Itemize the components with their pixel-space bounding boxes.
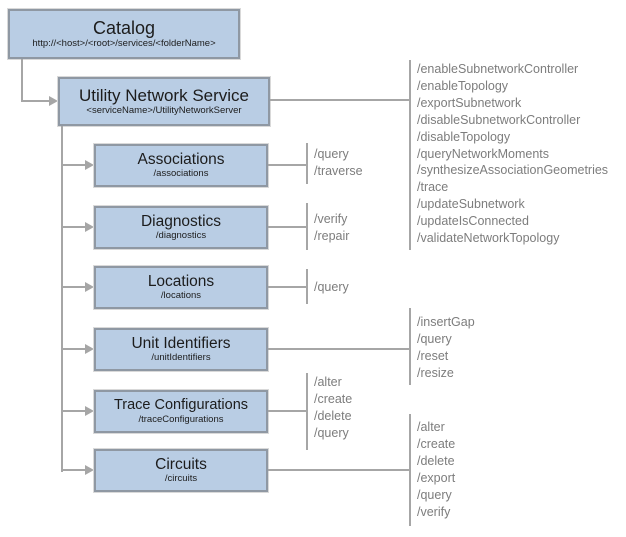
operation-item: /query [417, 488, 452, 502]
unit-identifiers-operations-list: /insertGap /query /reset /resize [417, 314, 475, 382]
operation-item: /updateIsConnected [417, 214, 529, 229]
operation-item: /repair [314, 229, 350, 243]
associations-node: Associations /associations [94, 144, 268, 187]
operation-item: /reset [417, 349, 449, 363]
tick-associations-operations [306, 143, 308, 184]
service-path: <serviceName>/UtilityNetworkServer [86, 105, 242, 117]
operation-item: /synthesizeAssociationGeometries [417, 163, 609, 178]
service-operations-list: /enableSubnetworkController /enableTopol… [417, 61, 608, 247]
connector-circuits-operations [268, 469, 409, 471]
operation-item: /validateNetworkTopology [417, 231, 560, 246]
operation-item: /alter [314, 375, 342, 389]
connector-catalog-right [21, 100, 50, 102]
operation-item: /alter [417, 420, 445, 434]
connector-trunk [61, 126, 63, 472]
operation-item: /verify [417, 505, 451, 519]
connector-branch-diagnostics [61, 226, 86, 228]
catalog-url: http://<host>/<root>/services/<folderNam… [32, 38, 216, 50]
connector-unit-identifiers-operations [268, 348, 409, 350]
arrow-right-icon [85, 344, 94, 354]
tick-locations-operations [306, 269, 308, 304]
operation-item: /enableSubnetworkController [417, 62, 579, 76]
operation-item: /create [314, 392, 353, 406]
operation-item: /query [314, 147, 349, 161]
operation-item: /exportSubnetwork [417, 95, 522, 110]
unit-identifiers-title: Unit Identifiers [131, 334, 231, 352]
connector-branch-unit-identifiers [61, 348, 86, 350]
operation-item: /insertGap [417, 315, 475, 329]
locations-operations-list: /query [314, 279, 349, 296]
operation-item: /disableSubnetworkController [417, 112, 581, 127]
tick-circuits-operations [409, 414, 411, 526]
connector-branch-locations [61, 286, 86, 288]
operation-item: /enableTopology [417, 78, 509, 93]
operation-item: /queryNetworkMoments [417, 146, 549, 161]
operation-item: /updateSubnetwork [417, 197, 525, 212]
catalog-node: Catalog http://<host>/<root>/services/<f… [8, 9, 240, 59]
unit-identifiers-path: /unitIdentifiers [151, 352, 211, 364]
diagnostics-node: Diagnostics /diagnostics [94, 206, 268, 249]
arrow-right-icon [85, 406, 94, 416]
operation-item: /query [314, 426, 349, 440]
arrow-right-icon [49, 96, 58, 106]
circuits-node: Circuits /circuits [94, 449, 268, 492]
connector-branch-associations [61, 164, 86, 166]
catalog-title: Catalog [92, 17, 156, 38]
connector-branch-trace-configurations [61, 410, 86, 412]
operation-item: /traverse [314, 164, 363, 178]
circuits-path: /circuits [164, 473, 198, 485]
trace-configurations-node: Trace Configurations /traceConfiguration… [94, 390, 268, 433]
circuits-operations-list: /alter /create /delete /export /query /v… [417, 419, 455, 521]
connector-branch-circuits [61, 469, 86, 471]
tick-trace-configurations-operations [306, 373, 308, 450]
connector-associations-operations [268, 164, 307, 166]
connector-catalog-down [21, 59, 23, 102]
arrow-right-icon [85, 465, 94, 475]
trace-configurations-title: Trace Configurations [113, 397, 249, 414]
locations-path: /locations [160, 290, 202, 302]
diagnostics-operations-list: /verify /repair [314, 211, 349, 245]
diagnostics-title: Diagnostics [140, 212, 222, 230]
connector-locations-operations [268, 286, 307, 288]
trace-configurations-path: /traceConfigurations [138, 413, 224, 425]
service-title: Utility Network Service [78, 86, 250, 106]
operation-item: /trace [417, 180, 449, 195]
operation-item: /export [417, 471, 456, 485]
unit-identifiers-node: Unit Identifiers /unitIdentifiers [94, 328, 268, 371]
connector-service-operations [270, 99, 409, 101]
connector-diagnostics-operations [268, 226, 307, 228]
arrow-right-icon [85, 222, 94, 232]
connector-trace-configurations-operations [268, 410, 307, 412]
associations-path: /associations [153, 168, 209, 180]
diagnostics-path: /diagnostics [155, 230, 207, 242]
circuits-title: Circuits [155, 455, 207, 473]
operation-item: /delete [314, 409, 352, 423]
arrow-right-icon [85, 160, 94, 170]
arrow-right-icon [85, 282, 94, 292]
associations-operations-list: /query /traverse [314, 146, 363, 180]
utility-network-service-node: Utility Network Service <serviceName>/Ut… [58, 77, 270, 126]
trace-configurations-operations-list: /alter /create /delete /query [314, 374, 352, 442]
operation-item: /delete [417, 454, 455, 468]
operation-item: /disableTopology [417, 129, 511, 144]
tick-service-operations [409, 60, 411, 250]
locations-node: Locations /locations [94, 266, 268, 309]
operation-item: /create [417, 437, 456, 451]
operation-item: /verify [314, 212, 348, 226]
operation-item: /query [417, 332, 452, 346]
tick-diagnostics-operations [306, 203, 308, 250]
locations-title: Locations [147, 272, 215, 290]
operation-item: /resize [417, 366, 454, 380]
associations-title: Associations [137, 150, 225, 168]
tick-unit-identifiers-operations [409, 308, 411, 385]
operation-item: /query [314, 280, 349, 294]
